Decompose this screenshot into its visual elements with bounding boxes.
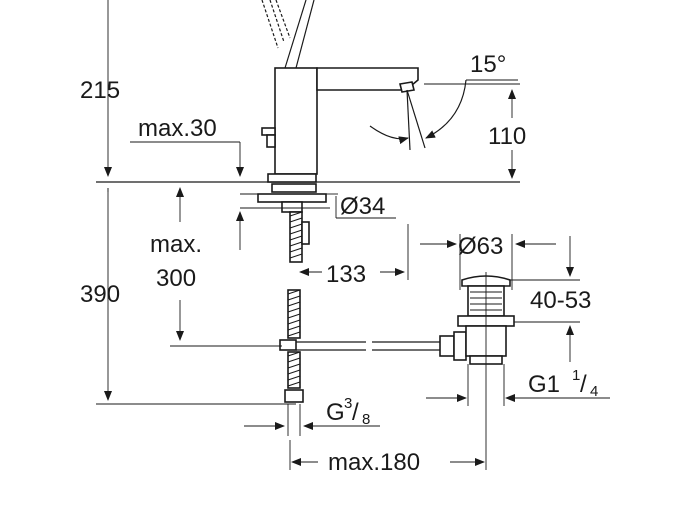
dim-g1-1-4 [426,364,610,406]
label-angle: 15° [470,51,506,78]
svg-text:/: / [352,399,359,426]
label-40-53: 40-53 [530,287,591,314]
label-d63: Ø63 [458,233,503,260]
drain-valve [457,272,515,470]
dim-40-53 [510,236,580,362]
svg-text:1: 1 [572,367,580,384]
dim-d34 [335,196,396,219]
label-g1-1-4: G1 1 / 4 [528,367,598,400]
label-133: 133 [326,261,366,288]
svg-text:3: 3 [344,395,352,412]
svg-text:4: 4 [590,383,598,400]
dim-110 [424,83,520,179]
label-215: 215 [80,77,120,104]
dim-g3-8 [244,404,380,436]
label-max180: max.180 [328,449,420,476]
threaded-rod [289,211,310,263]
faucet-body [261,67,419,183]
label-max30: max.30 [138,115,217,142]
mounting-shank [240,183,338,213]
lever-handle [261,0,315,69]
dim-133 [299,224,409,280]
dim-d63 [420,234,556,290]
label-300: 300 [156,265,196,292]
popup-rod [296,331,467,361]
svg-text:8: 8 [362,411,370,428]
dim-max300 [170,187,282,347]
dim-390 [96,188,296,405]
flex-hose [279,289,304,403]
svg-text:G1: G1 [528,371,560,398]
label-d34: Ø34 [340,193,385,220]
dim-max30 [130,141,244,250]
spray-angle [369,79,518,151]
svg-text:G: G [326,399,345,426]
label-g3-8: G 3 / 8 [326,395,370,428]
dim-max180 [289,440,485,470]
label-390: 390 [80,281,120,308]
label-max: max. [150,231,202,258]
label-110: 110 [488,123,526,150]
svg-text:/: / [580,371,587,398]
